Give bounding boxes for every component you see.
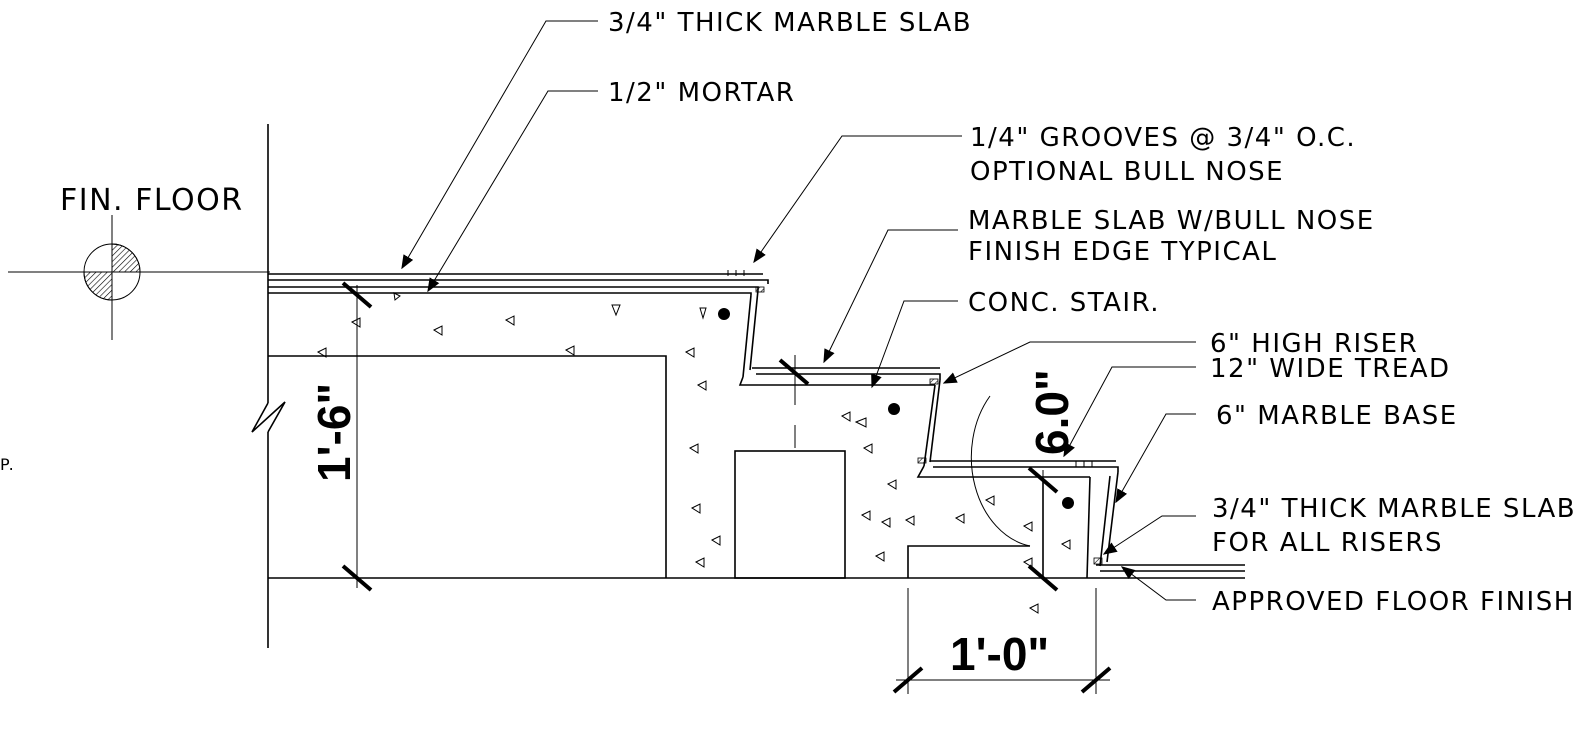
label-conc-stair: CONC. STAIR. (968, 288, 1160, 318)
label-floor-finish: APPROVED FLOOR FINISH (1212, 587, 1575, 617)
callout-riser: 6" HIGH RISER (942, 329, 1418, 384)
label-mortar: 1/2" MORTAR (608, 78, 795, 108)
label-finish-edge: FINISH EDGE TYPICAL (968, 237, 1277, 267)
callout-marble-risers: 3/4" THICK MARBLE SLAB FOR ALL RISERS (1102, 494, 1576, 558)
edge-fragment-text: P. (0, 455, 15, 474)
callout-bull-nose-edge: MARBLE SLAB W/BULL NOSE FINISH EDGE TYPI… (823, 206, 1375, 364)
callout-marble-slab: 3/4" THICK MARBLE SLAB (401, 8, 972, 270)
label-bull-nose: OPTIONAL BULL NOSE (970, 157, 1284, 187)
label-bull-nose-edge: MARBLE SLAB W/BULL NOSE (968, 206, 1375, 236)
label-marble-slab: 3/4" THICK MARBLE SLAB (608, 8, 972, 38)
dimension-width-text: 1'-0" (950, 628, 1049, 680)
label-marble-base: 6" MARBLE BASE (1216, 401, 1458, 431)
label-marble-risers: 3/4" THICK MARBLE SLAB (1212, 494, 1576, 524)
callout-grooves: 1/4" GROOVES @ 3/4" O.C. OPTIONAL BULL N… (753, 123, 1356, 264)
dimension-riser: 6.0" (1026, 369, 1078, 592)
wall-line (251, 124, 286, 648)
callout-mortar: 1/2" MORTAR (427, 78, 795, 293)
concrete-aggregate (316, 292, 1071, 614)
callout-marble-base: 6" MARBLE BASE (1115, 401, 1458, 504)
label-all-risers: FOR ALL RISERS (1212, 528, 1443, 558)
callout-conc-stair: CONC. STAIR. (871, 288, 1160, 389)
finished-floor-datum: FIN. FLOOR (8, 183, 270, 340)
dimension-height-text: 1'-6" (308, 383, 360, 482)
label-tread: 12" WIDE TREAD (1210, 354, 1451, 384)
fin-floor-label: FIN. FLOOR (60, 183, 244, 218)
callout-floor-finish: APPROVED FLOOR FINISH (1120, 566, 1575, 617)
label-riser: 6" HIGH RISER (1210, 329, 1418, 359)
dimension-width: 1'-0" (892, 588, 1112, 694)
label-grooves: 1/4" GROOVES @ 3/4" O.C. (970, 123, 1356, 153)
callout-tread: 12" WIDE TREAD (1063, 354, 1451, 458)
dimension-riser-text: 6.0" (1026, 369, 1078, 455)
dimension-height: 1'-6" (308, 281, 373, 592)
